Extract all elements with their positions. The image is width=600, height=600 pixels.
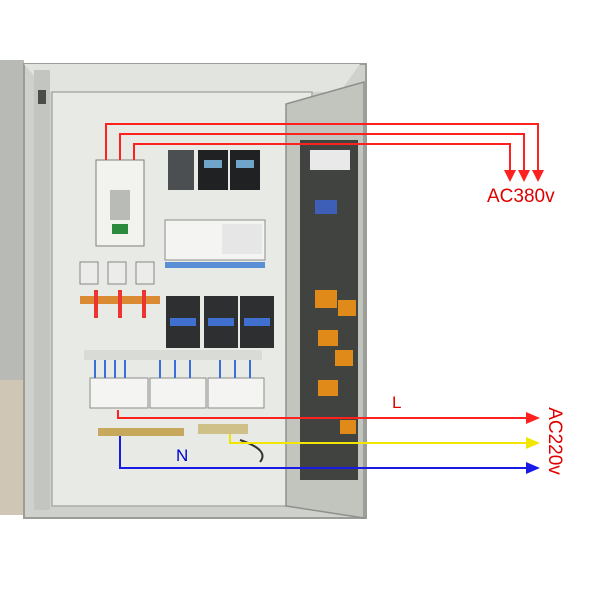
background-floor — [0, 380, 26, 515]
electrical-cabinet — [23, 63, 367, 519]
live-line-label: L — [392, 393, 402, 412]
circuit-breaker-icon — [95, 159, 145, 247]
ac220v-label: AC220v — [543, 407, 565, 475]
terminal-block-icon — [98, 424, 264, 463]
mcb-row-lower — [89, 360, 265, 409]
busbar-terminals — [79, 261, 160, 318]
three-phase-feeders — [105, 123, 539, 170]
hinge-rail — [34, 70, 50, 510]
contactor-icon — [166, 296, 274, 348]
ac380v-label: AC380v — [487, 186, 555, 207]
neutral-line-label: N — [176, 446, 189, 465]
meter-icon — [168, 150, 260, 190]
cable-duct — [84, 350, 262, 360]
arrow-icon — [504, 170, 544, 182]
background-wall — [0, 60, 24, 380]
mcb-row-upper — [164, 219, 266, 268]
single-phase-feeders — [117, 410, 528, 469]
arrow-icon — [526, 412, 540, 474]
door-relays — [310, 150, 356, 434]
